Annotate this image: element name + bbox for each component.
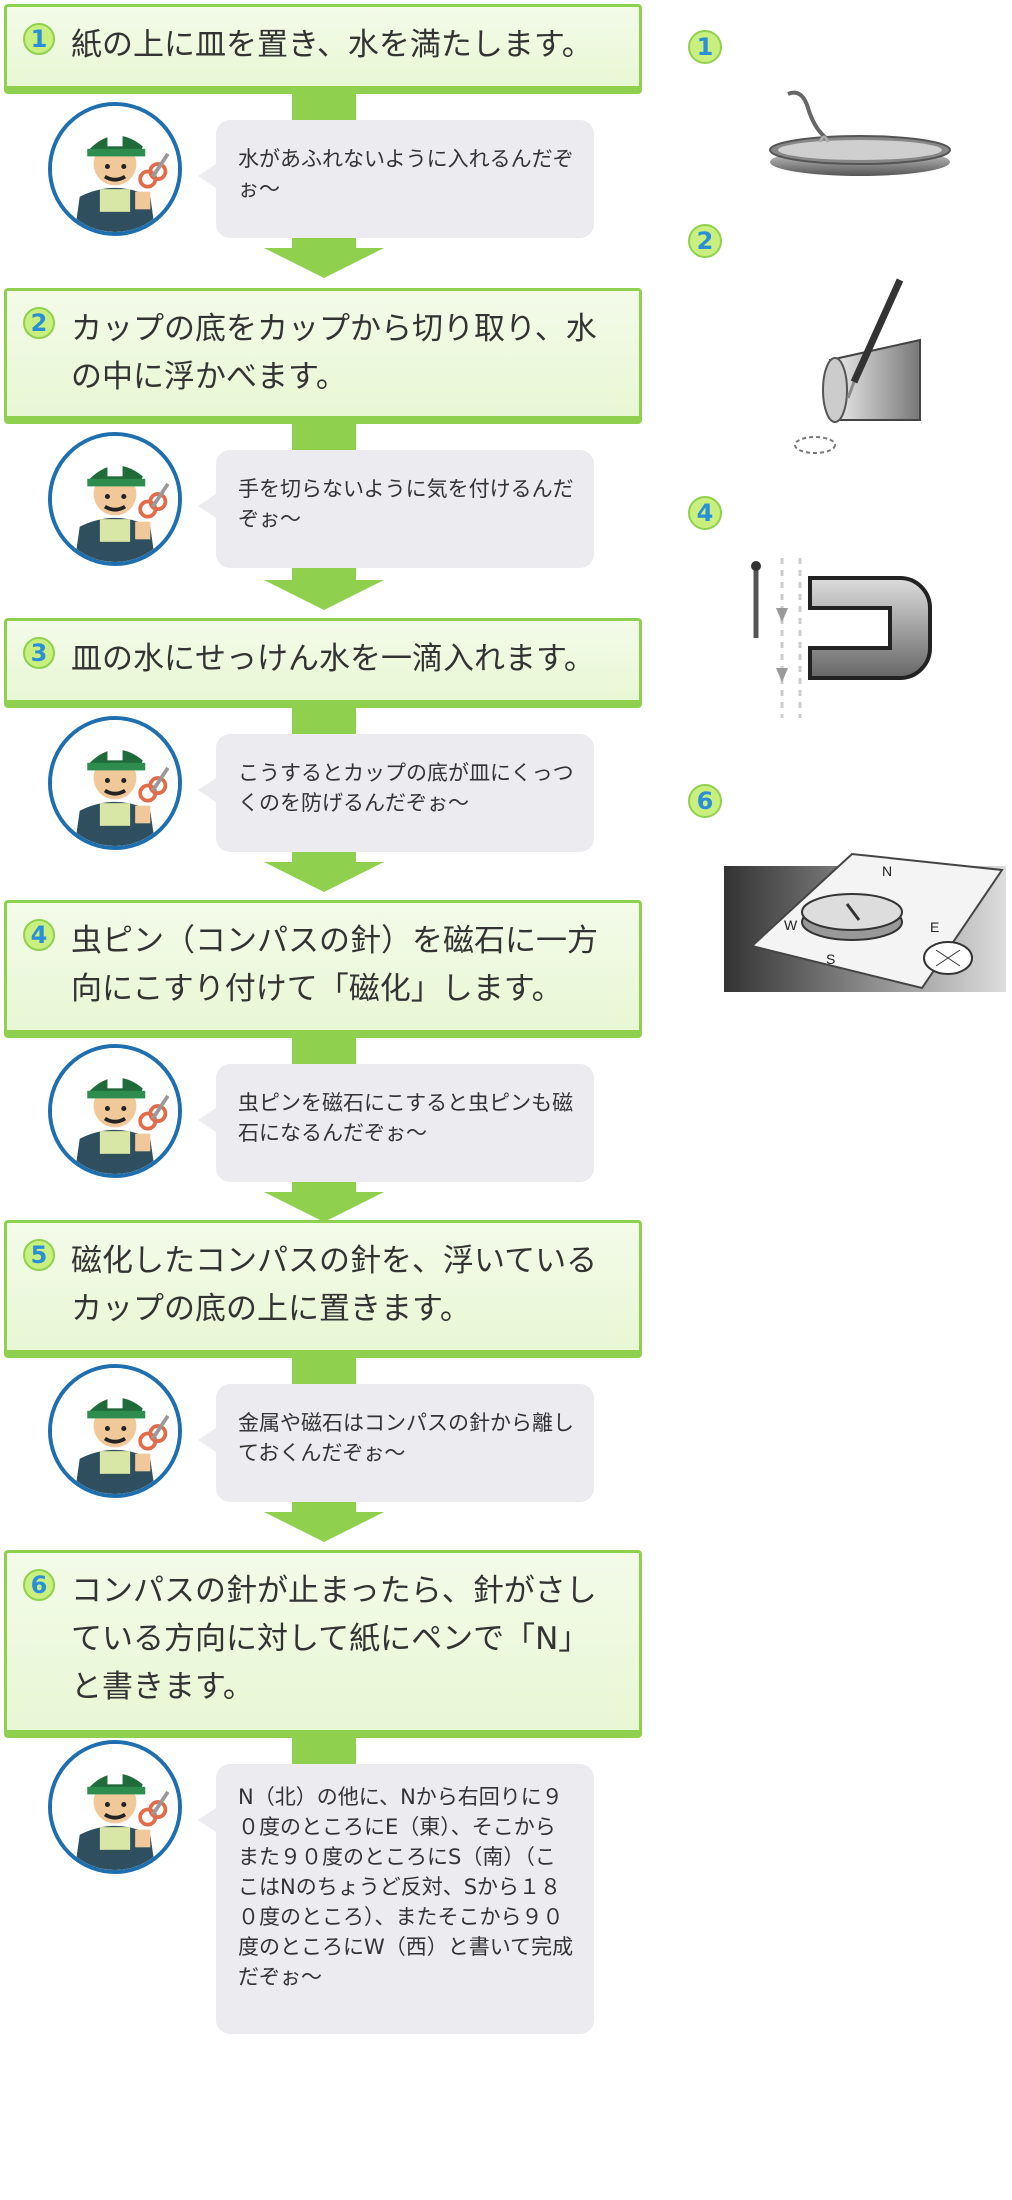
- step-number-badge: 3: [23, 637, 55, 669]
- compass-label-s: S: [826, 951, 835, 967]
- step-number-badge: 6: [23, 1569, 55, 1601]
- compass-label-n: N: [882, 863, 892, 879]
- down-arrow-icon: [264, 248, 384, 278]
- down-arrow-icon: [264, 1512, 384, 1542]
- illustration-number-badge: 6: [688, 784, 722, 818]
- illustration-number-badge: 4: [688, 496, 722, 530]
- step-number-badge: 1: [23, 23, 55, 55]
- step-5-instruction: 5 磁化したコンパスの針を、浮いているカップの底の上に置きます。: [4, 1220, 642, 1358]
- speech-bubble: 手を切らないように気を付けるんだぞぉ〜: [198, 450, 594, 568]
- step-2-instruction: 2 カップの底をカップから切り取り、水の中に浮かべます。: [4, 288, 642, 424]
- step-number-badge: 2: [23, 307, 55, 339]
- compass-label-w: W: [784, 917, 798, 933]
- speech-bubble: 金属や磁石はコンパスの針から離しておくんだぞぉ〜: [198, 1384, 594, 1502]
- gardener-avatar: [48, 716, 182, 850]
- speech-text: 虫ピンを磁石にこすると虫ピンも磁石になるんだぞぉ〜: [238, 1091, 574, 1145]
- magnet-and-pin-illustration: [750, 548, 950, 728]
- compass-on-paper-illustration: N W E S: [722, 846, 1008, 996]
- step-number-badge: 4: [23, 919, 55, 951]
- speech-text: 金属や磁石はコンパスの針から離しておくんだぞぉ〜: [238, 1411, 574, 1465]
- illustration-number-badge: 1: [688, 30, 722, 64]
- step-text: 虫ピン（コンパスの針）を磁石に一方向にこすり付けて「磁化」します。: [71, 923, 598, 1007]
- step-text: カップの底をカップから切り取り、水の中に浮かべます。: [71, 311, 597, 395]
- step-text: 磁化したコンパスの針を、浮いているカップの底の上に置きます。: [71, 1243, 598, 1327]
- speech-text: 手を切らないように気を付けるんだぞぉ〜: [238, 477, 574, 531]
- speech-bubble: 水があふれないように入れるんだぞぉ〜: [198, 120, 594, 238]
- connector: [292, 1734, 356, 1768]
- speech-text: こうするとカップの底が皿にくっつくのを防げるんだぞぉ〜: [238, 761, 574, 815]
- down-arrow-icon: [264, 1192, 384, 1222]
- step-text: 紙の上に皿を置き、水を満たします。: [71, 27, 593, 63]
- gardener-avatar: [48, 1740, 182, 1874]
- compass-label-e: E: [930, 919, 939, 935]
- dish-with-water-illustration: [760, 84, 960, 184]
- step-text: コンパスの針が止まったら、針がさしている方向に対して紙にペンで「N」と書きます。: [71, 1573, 597, 1705]
- down-arrow-icon: [264, 580, 384, 610]
- step-6-instruction: 6 コンパスの針が止まったら、針がさしている方向に対して紙にペンで「N」と書きま…: [4, 1550, 642, 1738]
- illustration-number-badge: 2: [688, 224, 722, 258]
- step-number-badge: 5: [23, 1239, 55, 1271]
- speech-text: 水があふれないように入れるんだぞぉ〜: [238, 147, 574, 201]
- speech-text: N（北）の他に、Nから右回りに９０度のところにE（東）、そこからまた９０度のとこ…: [238, 1785, 574, 1989]
- step-3-instruction: 3 皿の水にせっけん水を一滴入れます。: [4, 618, 642, 708]
- step-4-instruction: 4 虫ピン（コンパスの針）を磁石に一方向にこすり付けて「磁化」します。: [4, 900, 642, 1038]
- speech-bubble: N（北）の他に、Nから右回りに９０度のところにE（東）、そこからまた９０度のとこ…: [198, 1764, 594, 2034]
- cutting-cup-illustration: [790, 270, 950, 470]
- speech-bubble: 虫ピンを磁石にこすると虫ピンも磁石になるんだぞぉ〜: [198, 1064, 594, 1182]
- gardener-avatar: [48, 102, 182, 236]
- gardener-avatar: [48, 432, 182, 566]
- speech-bubble: こうするとカップの底が皿にくっつくのを防げるんだぞぉ〜: [198, 734, 594, 852]
- step-1-instruction: 1 紙の上に皿を置き、水を満たします。: [4, 4, 642, 94]
- gardener-avatar: [48, 1364, 182, 1498]
- step-text: 皿の水にせっけん水を一滴入れます。: [71, 641, 595, 677]
- down-arrow-icon: [264, 862, 384, 892]
- gardener-avatar: [48, 1044, 182, 1178]
